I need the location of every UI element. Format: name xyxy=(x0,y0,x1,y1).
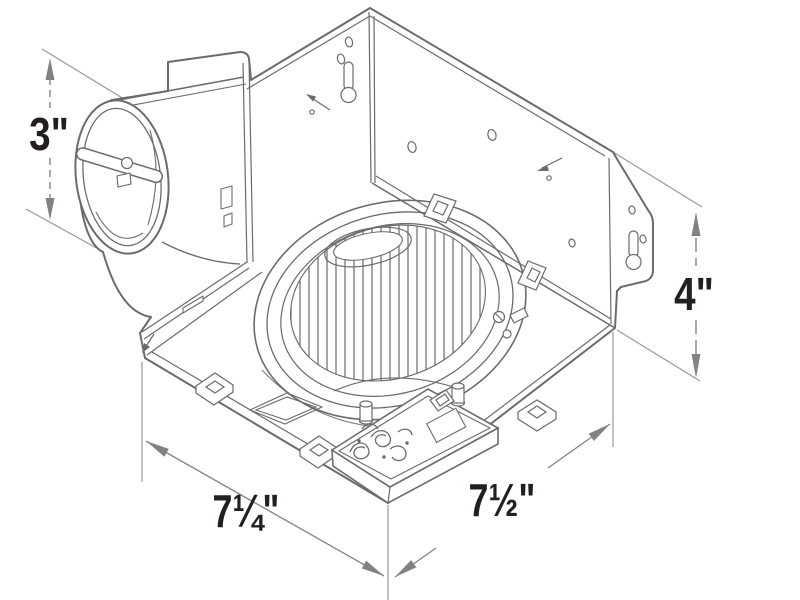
arrowhead-upright-icon xyxy=(588,424,610,441)
arrowhead-up-icon xyxy=(691,212,701,236)
arrowhead-upleft-icon xyxy=(146,441,169,457)
wiring xyxy=(349,423,413,462)
extension-lines xyxy=(25,48,703,600)
wiring-label xyxy=(425,407,467,444)
dimension-label-duct: 3" xyxy=(29,109,69,160)
floor-recess xyxy=(248,392,324,425)
arrowhead-down-icon xyxy=(691,354,701,378)
dimension-label-depth: 7½" xyxy=(469,475,536,526)
arrowhead-up-icon xyxy=(45,58,55,80)
wheel-inlet-ring xyxy=(324,226,412,268)
mounting-flange-right xyxy=(625,205,647,271)
keyhole-slot-left xyxy=(340,61,357,104)
housing-silhouette xyxy=(78,7,654,504)
edge-tabs xyxy=(195,372,557,469)
keyhole-slot-right xyxy=(625,230,642,271)
wire-clamp-bolts xyxy=(358,382,466,425)
arrowhead-down-icon xyxy=(45,198,55,220)
wall-vent-slots xyxy=(182,185,233,314)
dimension-height-4in: 4" xyxy=(674,212,714,378)
ring-screws xyxy=(492,307,529,339)
arrowhead-downleft-icon xyxy=(395,560,417,577)
embossed-airflow-arrows xyxy=(142,94,563,353)
dimension-width-7-1-4in: 7¼" xyxy=(145,440,385,577)
dimension-duct-3in: 3" xyxy=(29,58,69,220)
junction-box xyxy=(330,377,500,504)
dimension-depth-7-1-2in: 7½" xyxy=(394,423,611,578)
duct-collar xyxy=(74,76,247,265)
damper-bar xyxy=(75,147,164,188)
floor-clip-tabs xyxy=(423,193,547,291)
top-plate-details xyxy=(142,36,576,353)
dimension-label-width: 7¼" xyxy=(213,486,280,537)
arrowhead-downright-icon xyxy=(361,560,384,576)
dimension-label-height: 4" xyxy=(674,269,714,320)
housing-outline xyxy=(78,7,654,504)
